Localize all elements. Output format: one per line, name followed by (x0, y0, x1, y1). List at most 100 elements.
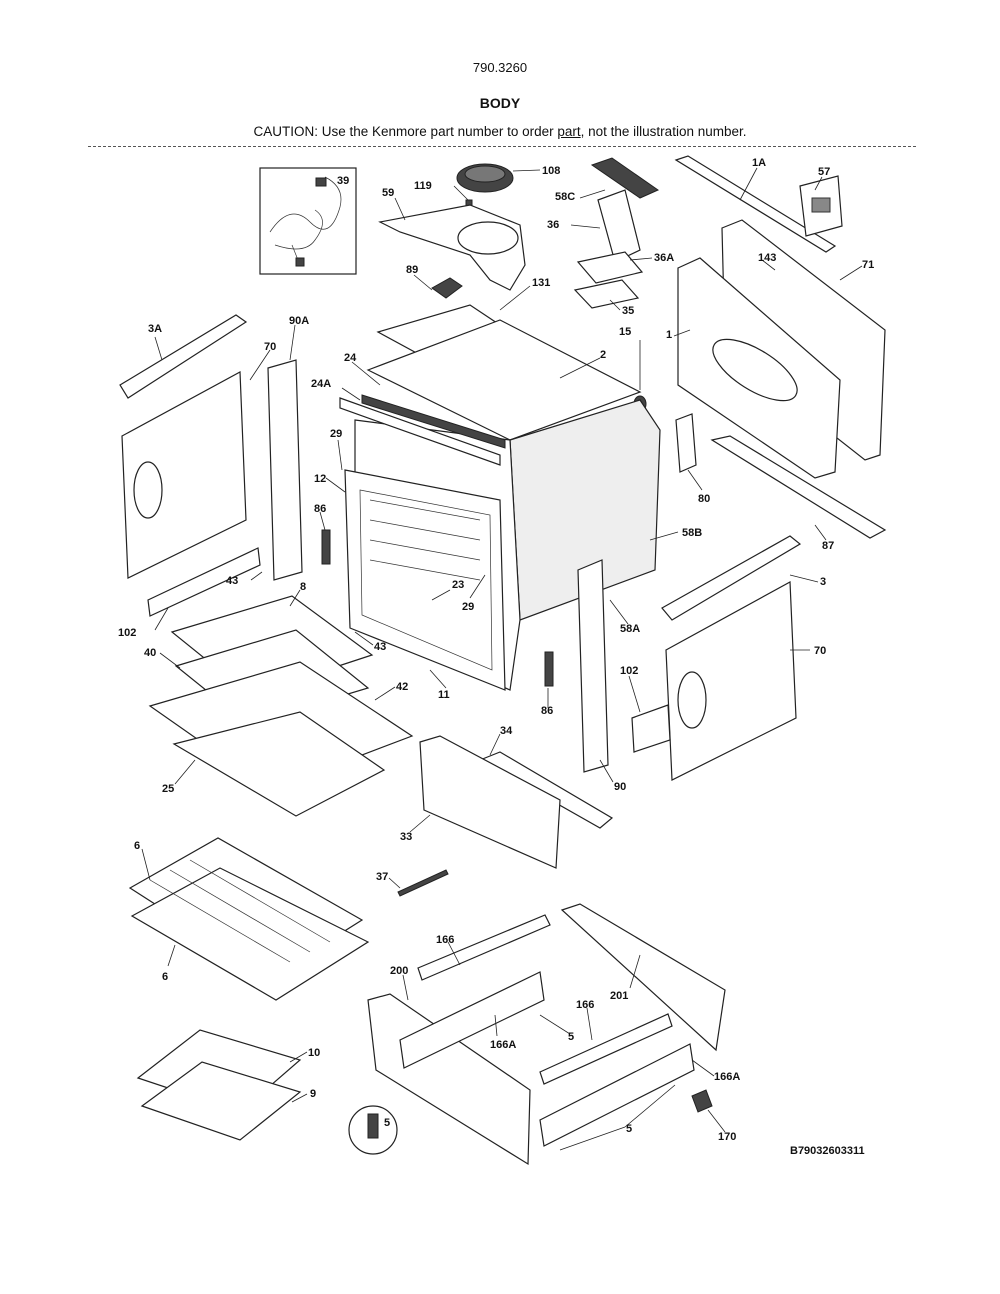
pin-37 (397, 869, 449, 897)
side-panel-70-left (121, 371, 247, 579)
label-102-left: 102 (118, 627, 136, 639)
label-40: 40 (144, 647, 156, 659)
label-201: 201 (610, 990, 628, 1002)
label-80: 80 (698, 493, 710, 505)
broiler-pan-9 (140, 1061, 302, 1141)
label-143: 143 (758, 252, 776, 264)
label-8: 8 (300, 581, 306, 593)
label-166-right: 166 (576, 999, 594, 1011)
power-cord-inset (259, 167, 357, 275)
label-119: 119 (414, 180, 432, 192)
label-90: 90 (614, 781, 626, 793)
label-6-bottom: 6 (162, 971, 168, 983)
label-39: 39 (337, 175, 349, 187)
label-23: 23 (452, 579, 464, 591)
hinge-86-right (544, 651, 554, 687)
insulation-25 (172, 711, 386, 817)
bracket-80 (675, 413, 697, 473)
drawer-rail-166-right (539, 1013, 673, 1085)
label-11: 11 (438, 689, 450, 701)
drawer-bracket-166A-right (539, 1043, 695, 1147)
top-trim-1A (674, 155, 837, 253)
label-34: 34 (500, 725, 513, 737)
diagram-code: B79032603311 (790, 1145, 865, 1157)
label-3: 3 (820, 576, 826, 588)
side-trim-3 (661, 535, 802, 621)
insulation-58C (590, 157, 660, 199)
air-duct-59 (378, 204, 526, 291)
label-170: 170 (718, 1131, 736, 1143)
header-divider (88, 146, 916, 147)
lower-panel-33 (419, 735, 561, 869)
label-9: 9 (310, 1088, 316, 1100)
label-57: 57 (818, 166, 830, 178)
label-71: 71 (862, 259, 874, 271)
trim-102-right (631, 704, 671, 753)
label-37: 37 (376, 871, 388, 883)
section-title: BODY (479, 95, 521, 111)
leader-lines (141, 167, 863, 1151)
vent-24 (361, 394, 506, 449)
caution-underlined-word: part (557, 124, 581, 139)
oven-racks-6 (128, 837, 370, 1001)
slide-170 (691, 1089, 713, 1113)
trim-102-left (147, 547, 261, 617)
caution-note: CAUTION: Use the Kenmore part number to … (0, 124, 1000, 139)
label-29-top: 29 (330, 428, 342, 440)
label-6-top: 6 (134, 840, 140, 852)
label-166A-left: 166A (490, 1039, 516, 1051)
label-108: 108 (542, 165, 560, 177)
label-200: 200 (390, 965, 408, 977)
label-25: 25 (162, 783, 174, 795)
chute-36 (597, 189, 641, 263)
model-number: 790.3260 (472, 60, 528, 75)
rack-guides (369, 499, 481, 581)
convection-fan-108 (456, 163, 514, 207)
label-87: 87 (822, 540, 834, 552)
label-1: 1 (666, 329, 672, 341)
label-5-detail: 5 (384, 1117, 390, 1129)
label-166A-right: 166A (714, 1071, 740, 1083)
label-1A: 1A (752, 157, 766, 169)
label-42: 42 (396, 681, 408, 693)
caution-text-start: CAUTION: Use the Kenmore part number to … (253, 124, 558, 139)
label-58A: 58A (620, 623, 640, 635)
caution-text-end: , not the illustration number. (580, 124, 747, 139)
label-35: 35 (622, 305, 634, 317)
drawer-back-201 (560, 903, 726, 1052)
label-2: 2 (600, 349, 606, 361)
cabinet-top-2 (366, 319, 642, 441)
label-58C: 58C (555, 191, 575, 203)
label-102-right: 102 (620, 665, 638, 677)
switch-89 (431, 277, 463, 299)
label-15: 15 (619, 326, 631, 338)
bottom-rail-87 (710, 435, 887, 539)
label-24A: 24A (311, 378, 331, 390)
label-12: 12 (314, 473, 326, 485)
oven-frame-11 (344, 469, 506, 691)
label-90A: 90A (289, 315, 309, 327)
label-131: 131 (532, 277, 550, 289)
label-70-left: 70 (264, 341, 276, 353)
label-5-middle: 5 (568, 1031, 574, 1043)
gasket-35 (573, 279, 640, 309)
label-33: 33 (400, 831, 412, 843)
label-86-left: 86 (314, 503, 326, 515)
label-29-bottom: 29 (462, 601, 474, 613)
drawer-bracket-166A-left (399, 971, 545, 1069)
label-89: 89 (406, 264, 418, 276)
bracket-36A (576, 251, 644, 284)
label-43-left: 43 (226, 575, 238, 587)
label-70-right: 70 (814, 645, 826, 657)
part-number-labels: 39 119 108 59 58C 36 36A 89 35 131 1A 57… (118, 157, 874, 1143)
label-10: 10 (308, 1047, 320, 1059)
vent-trim-24A (339, 397, 501, 466)
label-43-right: 43 (374, 641, 386, 653)
label-59: 59 (382, 187, 394, 199)
label-5-bottom: 5 (626, 1123, 632, 1135)
label-24: 24 (344, 352, 357, 364)
label-36A: 36A (654, 252, 674, 264)
label-58B: 58B (682, 527, 702, 539)
hinge-86-left (321, 529, 331, 565)
drawer-rail-166-top (417, 914, 551, 981)
